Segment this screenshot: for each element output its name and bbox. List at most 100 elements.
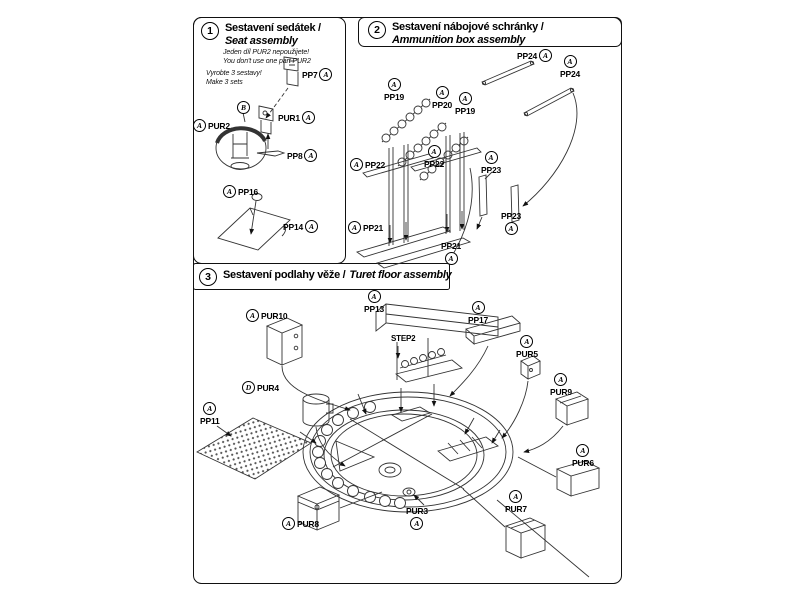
part-name: PUR1 <box>278 112 300 123</box>
part-name: PUR10 <box>261 310 288 321</box>
sprue-letter-badge: A <box>282 517 295 530</box>
step1-header: 1 Sestavení sedátek / Seat assembly <box>201 22 321 47</box>
part-name: PUR6 <box>572 458 594 468</box>
part-name: PP24 <box>517 50 537 61</box>
part-name: PP23 <box>481 165 501 175</box>
sprue-letter-badge: A <box>576 444 590 457</box>
make-line-cs: Vyrobte 3 sestavy! <box>206 70 262 77</box>
sprue-letter-badge: A <box>304 149 318 162</box>
sprue-letter-badge: A <box>246 309 259 322</box>
part-name: PP19 <box>455 106 475 116</box>
sprue-letter-badge: A <box>520 335 534 348</box>
step1-title-cs: Sestavení sedátek / <box>225 22 321 34</box>
sprue-letter-badge: A <box>554 373 568 386</box>
step3-number: 3 <box>199 268 217 286</box>
sprue-letter-badge: A <box>563 55 577 68</box>
part-name: PP20 <box>432 100 452 110</box>
sprue-letter-badge: A <box>367 290 381 303</box>
part-name: PUR4 <box>257 382 279 393</box>
part-name: PP23 <box>501 211 521 221</box>
sprue-letter-badge: A <box>435 86 449 99</box>
part-name: PP7 <box>302 69 318 80</box>
make-line-en: Make 3 sets <box>206 78 243 86</box>
step2-header: 2 Sestavení nábojové schránky / Ammuniti… <box>368 21 544 46</box>
part-name: PP11 <box>200 416 220 426</box>
part-name: PP13 <box>364 304 384 314</box>
step3-title-cs: Sestavení podlahy věže / <box>223 269 346 281</box>
sprue-letter-badge: A <box>387 78 401 91</box>
sprue-letter-badge: A <box>410 517 424 530</box>
sprue-letter-badge: A <box>484 151 498 164</box>
sprue-letter-badge: A <box>509 490 523 503</box>
part-name: PUR5 <box>516 349 538 359</box>
sprue-letter-badge: A <box>319 68 333 81</box>
part-label-step2: STEP2 <box>391 334 416 343</box>
part-name: PUR8 <box>297 518 319 529</box>
part-name: PP21 <box>441 241 461 251</box>
step1-make-note: Vyrobte 3 sestavy! Make 3 sets <box>206 70 262 87</box>
sprue-letter-badge: A <box>350 158 363 171</box>
step3-header: 3 Sestavení podlahy věže / Turet floor a… <box>199 268 452 286</box>
part-name: PP17 <box>468 315 488 325</box>
step2-title-cs: Sestavení nábojové schránky / <box>392 21 544 33</box>
sprue-letter-badge: A <box>458 92 472 105</box>
part-name: PP21 <box>363 222 383 233</box>
step2-number: 2 <box>368 21 386 39</box>
step1-art <box>215 56 299 251</box>
note-line-en: You don't use one part PUR2 <box>223 57 311 65</box>
step1-number: 1 <box>201 22 219 40</box>
sprue-letter-badge: A <box>193 119 206 132</box>
sprue-letter-badge: D <box>242 381 255 394</box>
sprue-letter-badge: A <box>471 301 485 314</box>
sprue-letter-badge: A <box>348 221 361 234</box>
sprue-letter-badge: A <box>539 49 552 62</box>
part-label-sprue-b: B <box>237 101 250 114</box>
part-name: PP22 <box>365 159 385 170</box>
part-name: PP14 <box>283 221 303 232</box>
sprue-letter-badge: B <box>237 101 250 114</box>
step2-title-en: Ammunition box assembly <box>392 33 526 46</box>
sprue-letter-badge: A <box>427 145 441 158</box>
part-name: PUR9 <box>550 387 572 397</box>
part-name: PP19 <box>384 92 404 102</box>
part-name: PUR2 <box>208 120 230 131</box>
sprue-letter-badge: A <box>203 402 217 415</box>
part-name: PP22 <box>424 159 444 169</box>
step1-note: Jeden díl PUR2 nepoužijete! You don't us… <box>223 49 311 66</box>
part-name: PP16 <box>238 186 258 197</box>
step2-art <box>355 60 578 269</box>
sprue-letter-badge: A <box>223 185 236 198</box>
sprue-letter-badge: A <box>504 222 518 235</box>
sprue-letter-badge: A <box>305 220 318 233</box>
step3-art <box>196 303 601 578</box>
step1-title-en: Seat assembly <box>225 34 298 47</box>
part-name: PUR7 <box>505 504 527 514</box>
